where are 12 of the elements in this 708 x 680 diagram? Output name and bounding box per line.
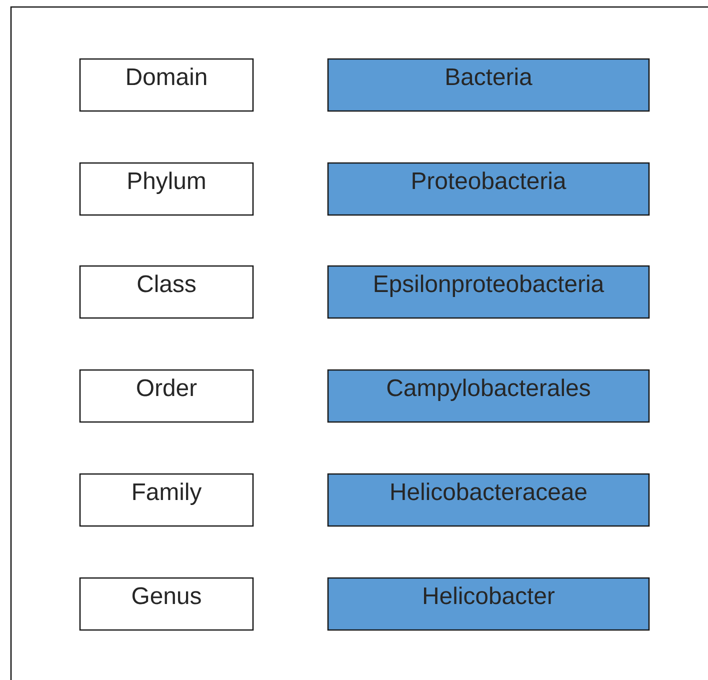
rank-box: Order bbox=[79, 369, 254, 423]
taxon-box: Bacteria bbox=[327, 58, 650, 112]
taxon-box: Epsilonproteobacteria bbox=[327, 265, 650, 319]
rank-box: Class bbox=[79, 265, 254, 319]
taxon-box: Campylobacterales bbox=[327, 369, 650, 423]
rank-box: Phylum bbox=[79, 162, 254, 216]
taxon-box: Helicobacteraceae bbox=[327, 473, 650, 527]
taxon-box: Proteobacteria bbox=[327, 162, 650, 216]
rank-box: Family bbox=[79, 473, 254, 527]
taxon-box: Helicobacter bbox=[327, 577, 650, 631]
rank-box: Domain bbox=[79, 58, 254, 112]
rank-box: Genus bbox=[79, 577, 254, 631]
